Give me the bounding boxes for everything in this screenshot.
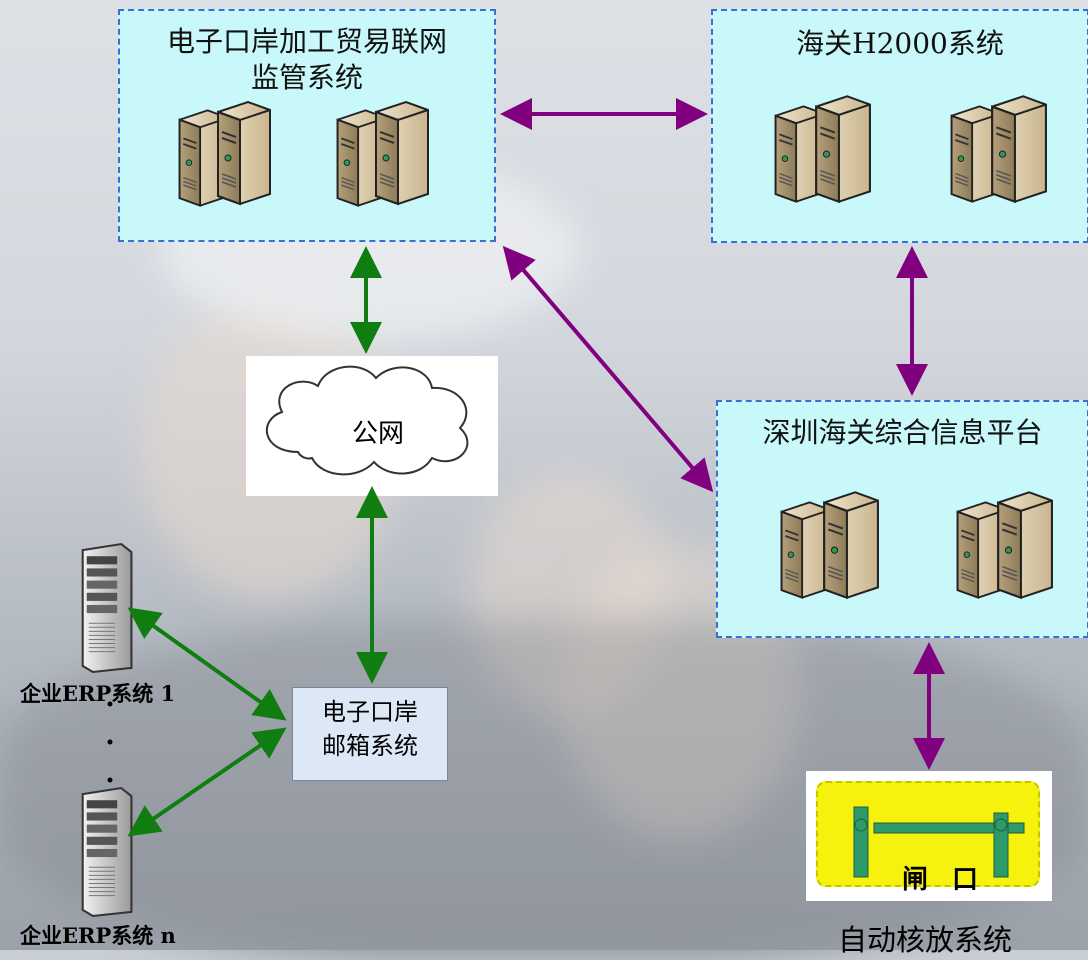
ep-server-pair-2 — [336, 101, 429, 207]
shenzhen-platform-title: 深圳海关综合信息平台 — [762, 416, 1043, 449]
gate-barrier-icon: 闸口 — [816, 781, 1040, 895]
shenzhen-server-pair-2 — [956, 491, 1054, 599]
ellipsis-dots — [107, 701, 113, 783]
public-network-label: 公网 — [352, 419, 405, 449]
cloud-icon — [246, 356, 498, 496]
ep-supervision-title-line1: 电子口岸加工贸易联网 — [166, 25, 447, 58]
ep-server-pair-1 — [178, 101, 271, 207]
auto-release-system-label: 自动核放系统 — [838, 923, 1013, 957]
mailbox-label-line1: 电子口岸 — [322, 698, 418, 726]
h2000-server-pair-2 — [950, 95, 1048, 203]
erp-n-label: 企业ERP系统 n — [20, 923, 176, 948]
mailbox-system-box: 电子口岸 邮箱系统 — [292, 687, 448, 781]
h2000-server-pair-1 — [774, 95, 872, 203]
h2000-title: 海关H2000系统 — [796, 27, 1004, 60]
erp-1-label: 企业ERP系统 1 — [20, 681, 176, 706]
ep-supervision-title-line2: 监管系统 — [250, 61, 363, 94]
arrow-erpn-mailbox — [127, 727, 287, 837]
arrow-erp1-mailbox — [127, 607, 287, 721]
erp-n-rack-server-icon — [81, 786, 133, 918]
ep-supervision-system-box: 电子口岸加工贸易联网 监管系统 — [118, 9, 496, 242]
erp-1-rack-server-icon — [81, 542, 133, 674]
mailbox-label-line2: 邮箱系统 — [322, 732, 418, 760]
gate-label: 闸口 — [902, 865, 1003, 895]
gate-panel: 闸口 — [806, 771, 1052, 901]
shenzhen-server-pair-1 — [780, 491, 880, 599]
arrow-ep-shenzhen — [502, 245, 714, 493]
